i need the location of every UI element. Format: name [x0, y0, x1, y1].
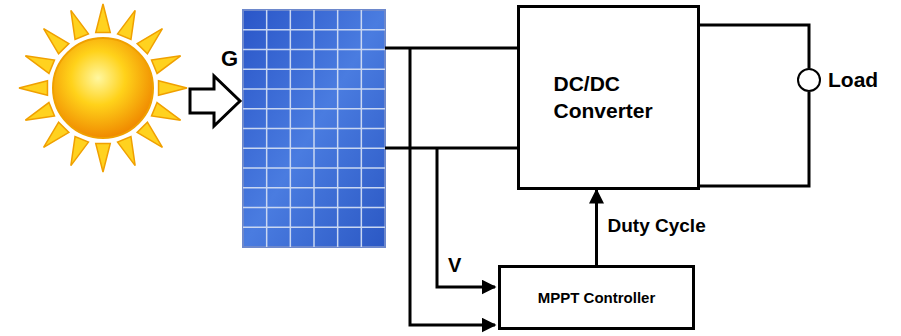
panel-grid [243, 187, 385, 189]
sun-ray [44, 122, 69, 147]
panel-grid [243, 88, 385, 90]
sun-ray [118, 10, 136, 39]
node-text: Load [828, 68, 878, 92]
sun-ray [118, 137, 136, 166]
sun-ray [71, 137, 89, 166]
sun-ray [71, 10, 89, 39]
sun-ray [25, 103, 54, 121]
irradiance-arrow [190, 76, 240, 126]
panel-grid [243, 29, 385, 31]
connector [700, 25, 809, 68]
panel-grid [243, 49, 385, 51]
irradiance-label: G [219, 46, 240, 72]
sun-ray [44, 29, 69, 54]
sun-ray [137, 29, 162, 54]
panel-grid [243, 207, 385, 209]
panel-grid [243, 167, 385, 169]
converter-box: DC/DC Converter [517, 5, 700, 190]
node-text: DC/DC Converter [554, 71, 664, 124]
sun-ray [159, 81, 187, 96]
panel-grid [243, 69, 385, 71]
connector [595, 190, 598, 265]
solar-panel [243, 10, 385, 247]
node-text: MPPT Controller [538, 289, 656, 306]
panel-grid [243, 128, 385, 130]
sun-ray [25, 56, 54, 74]
sun-ray [96, 144, 111, 172]
panel-grid [243, 227, 385, 229]
sun-ray [152, 103, 181, 121]
signal-label: V [446, 254, 463, 277]
load-circle [797, 68, 821, 92]
panel-grid [243, 108, 385, 110]
sun-ray [19, 81, 47, 96]
load-symbol: Load [797, 68, 878, 92]
sun-icon [19, 4, 187, 172]
sun-ray [96, 4, 111, 32]
controller-box: MPPT Controller [498, 265, 695, 330]
signal-label: Duty Cycle [606, 215, 708, 237]
sun-ray [152, 56, 181, 74]
connector [700, 92, 809, 186]
panel-grid [243, 148, 385, 150]
sun-ray [137, 122, 162, 147]
